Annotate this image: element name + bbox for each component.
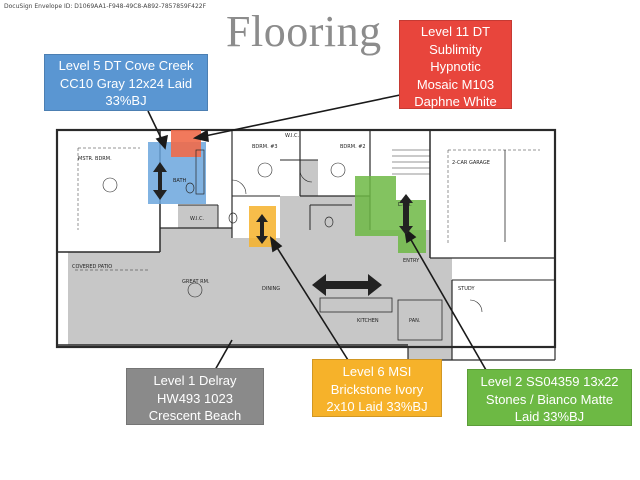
room-label-bdrm2: BDRM. #2	[340, 144, 366, 150]
room-label-study: STUDY	[458, 286, 475, 292]
envelope-id-text: DocuSign Envelope ID: D1069AA1-F948-49C8…	[4, 3, 207, 10]
callout-level11-line1: Level 11 DT	[420, 24, 491, 39]
callout-level6: Level 6 MSI Brickstone Ivory 2x10 Laid 3…	[312, 359, 442, 417]
room-label-mstr-bdrm: MSTR. BDRM.	[78, 156, 112, 162]
room-label-pan: PAN.	[409, 318, 421, 324]
callout-level6-line3: 2x10 Laid 33%BJ	[326, 399, 428, 414]
room-label-bath: BATH	[173, 178, 187, 184]
callout-level1-line3: Crescent Beach	[148, 408, 242, 423]
callout-pointers	[147, 94, 487, 371]
room-label-wic: W.I.C.	[190, 216, 205, 222]
callout-level5-line2: CC10 Gray 12x24 Laid	[59, 75, 193, 91]
callout-level11-line2: Sublimity	[429, 41, 482, 57]
room-label-covered-patio: COVERED PATIO	[72, 264, 112, 270]
callout-level1: Level 1 Delray HW493 1023 Crescent Beach	[126, 368, 264, 425]
room-label-bdrm3: BDRM. #3	[252, 144, 278, 150]
bath-fixtures	[185, 149, 334, 228]
callout-level11-line4: Mosaic M103	[416, 76, 495, 92]
callout-level11-line5: Daphne White	[414, 94, 497, 109]
callout-level2-line1: Level 2 SS04359 13x22	[480, 374, 619, 389]
callout-level1-line2: HW493 1023	[157, 390, 233, 406]
callout-level2-line2: Stones / Bianco Matte	[485, 391, 614, 407]
room-label-wic-top: W.I.C.	[285, 133, 300, 139]
callout-level6-line2: Brickstone Ivory	[330, 381, 424, 397]
lay-direction-arrows	[153, 162, 413, 296]
callout-level1-line1: Level 1 Delray	[153, 373, 237, 388]
room-label-great-rm: GREAT RM.	[182, 279, 210, 285]
level11-floor-area	[171, 130, 201, 157]
callout-level6-line1: Level 6 MSI	[342, 364, 412, 379]
level1-floor-hall	[178, 205, 218, 231]
room-label-dining: DINING	[262, 286, 280, 292]
callout-level11-line3: Hypnotic	[430, 59, 481, 74]
room-label-garage: 2-CAR GARAGE	[452, 160, 490, 166]
callout-level11: Level 11 DT Sublimity Hypnotic Mosaic M1…	[399, 20, 512, 109]
room-label-laundry: L.RM.	[398, 202, 412, 208]
callout-level5-line1: Level 5 DT Cove Creek	[58, 58, 194, 73]
page-title: Flooring	[226, 7, 382, 56]
callout-level2-line3: Laid 33%BJ	[514, 409, 585, 424]
room-label-kitchen: KITCHEN	[357, 318, 379, 324]
callout-level2: Level 2 SS04359 13x22 Stones / Bianco Ma…	[467, 369, 632, 426]
callout-level5: Level 5 DT Cove Creek CC10 Gray 12x24 La…	[44, 54, 208, 111]
room-label-entry: ENTRY	[403, 258, 420, 264]
callout-level5-line3: 33%BJ	[105, 93, 147, 108]
